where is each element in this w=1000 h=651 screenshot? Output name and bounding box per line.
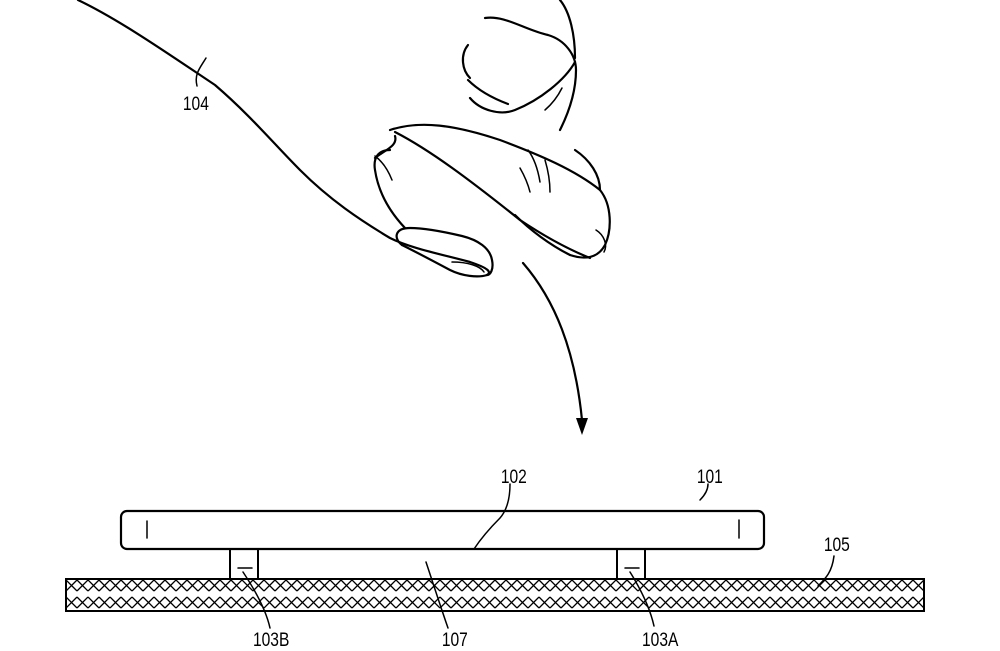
label-103a: 103A [642,629,679,651]
label-104: 104 [183,93,209,115]
hand-drawing [76,0,611,435]
label-101: 101 [697,466,723,488]
table-surface [65,555,925,612]
device-panel [119,483,766,629]
support-left [229,548,271,629]
label-107: 107 [442,629,468,651]
label-103b: 103B [253,629,289,651]
label-102: 102 [501,466,527,488]
label-105: 105 [824,534,850,556]
